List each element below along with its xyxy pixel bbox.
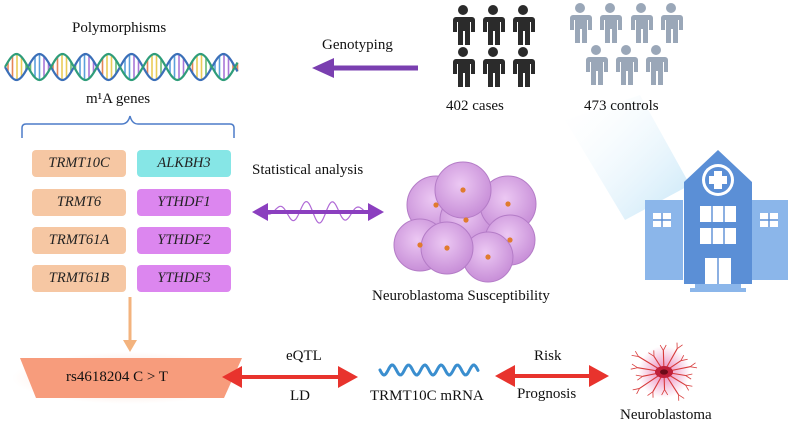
person-icon <box>631 3 653 43</box>
genotyping-arrow <box>312 58 418 78</box>
gene-ythdf3: YTHDF3 <box>137 265 231 292</box>
mrna-label: TRMT10C mRNA <box>370 388 484 404</box>
gene-trmt61a: TRMT61A <box>32 227 126 254</box>
polymorphisms-label: Polymorphisms <box>72 20 167 36</box>
gene-brace <box>21 115 235 138</box>
hospital-icon <box>645 150 788 292</box>
gene-trmt10c: TRMT10C <box>32 150 126 177</box>
susceptibility-label: Neuroblastoma Susceptibility <box>372 288 550 304</box>
light-beam <box>565 95 690 220</box>
snp-box <box>20 358 242 398</box>
cases-figures <box>453 5 535 87</box>
person-icon <box>570 3 592 43</box>
prognosis-label: Prognosis <box>517 386 577 402</box>
genotyping-label: Genotyping <box>322 37 393 53</box>
down-arrow <box>123 297 137 352</box>
gene-ythdf1: YTHDF1 <box>137 189 231 216</box>
person-icon <box>586 45 608 85</box>
person-icon <box>483 47 505 87</box>
person-icon <box>661 3 683 43</box>
ld-label: LD <box>290 388 310 404</box>
person-icon <box>600 3 622 43</box>
risk-label: Risk <box>534 348 562 364</box>
snp-label: rs4618204 C > T <box>66 369 168 385</box>
controls-figures <box>570 3 683 85</box>
eqtl-ld-arrow <box>222 366 358 388</box>
statistical-analysis-label: Statistical analysis <box>252 162 364 178</box>
gene-trmt6: TRMT6 <box>32 189 126 216</box>
gene-trmt61b: TRMT61B <box>32 265 126 292</box>
person-icon <box>513 47 535 87</box>
cases-label: 402 cases <box>446 98 504 114</box>
statistical-analysis-arrow <box>252 200 384 224</box>
person-icon <box>483 5 505 45</box>
risk-prognosis-arrow <box>495 365 609 387</box>
person-icon <box>453 5 475 45</box>
dna-helix-icon <box>4 52 239 82</box>
person-icon <box>616 45 638 85</box>
gene-ythdf2: YTHDF2 <box>137 227 231 254</box>
gene-alkbh3: ALKBH3 <box>137 150 231 177</box>
eqtl-label: eQTL <box>286 348 322 364</box>
controls-label: 473 controls <box>584 98 659 114</box>
person-icon <box>646 45 668 85</box>
cell-cluster-icon <box>393 161 537 283</box>
neuron-icon <box>630 342 698 401</box>
person-icon <box>513 5 535 45</box>
m1a-genes-label: m¹A genes <box>86 91 151 107</box>
mrna-wave-icon <box>378 363 480 377</box>
person-icon <box>453 47 475 87</box>
neuroblastoma-label: Neuroblastoma <box>620 407 712 423</box>
